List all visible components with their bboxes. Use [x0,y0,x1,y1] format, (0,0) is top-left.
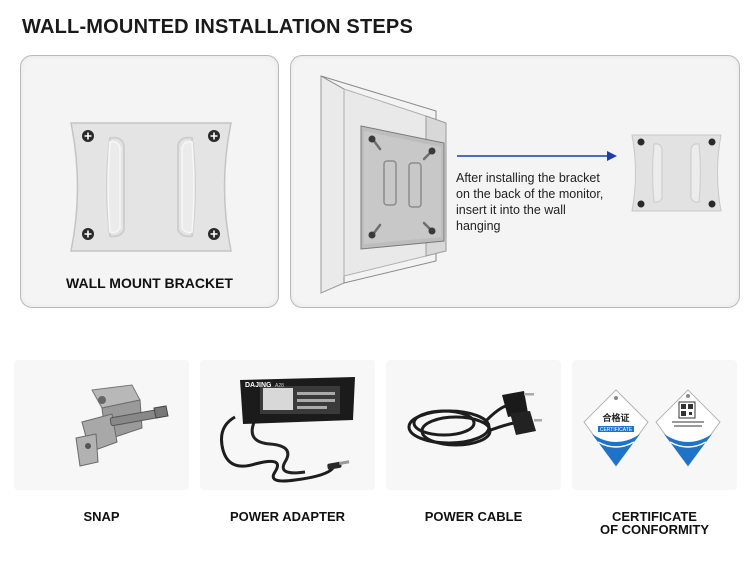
accessory-label-certificate: CERTIFICATE OF CONFORMITY [599,509,710,537]
note-line: on the back of the monitor, [456,187,604,201]
small-bracket-image [631,134,722,212]
accessory-label-power-adapter: POWER ADAPTER [229,509,346,524]
bracket-caption: WALL MOUNT BRACKET [66,275,233,291]
note-line: After installing the bracket [456,171,600,185]
adapter-model: A28 [275,383,284,389]
power-cable-image [407,391,542,447]
note-line: insert it into the wall [456,203,566,217]
bracket-panel: WALL MOUNT BRACKET [20,55,279,308]
monitor-back-image [320,75,447,294]
note-line: hanging [456,219,501,233]
installation-note: After installing the bracket on the back… [456,170,636,234]
snap-image [75,384,169,467]
wall-mount-bracket-image [70,122,232,252]
certificate-image: 合格证 CERTIFICATE [583,389,721,467]
power-adapter-image: DAJING A28 [220,377,355,483]
cert-tag-subtext: CERTIFICATE [600,427,633,433]
accessory-label-snap: SNAP [83,509,120,524]
page-title: WALL-MOUNTED INSTALLATION STEPS [22,16,413,38]
cert-tag-text: 合格证 [602,412,629,424]
installation-panel [290,55,740,308]
arrow-icon [457,151,617,161]
adapter-brand: DAJING [245,382,272,389]
accessory-label-power-cable: POWER CABLE [424,509,523,524]
